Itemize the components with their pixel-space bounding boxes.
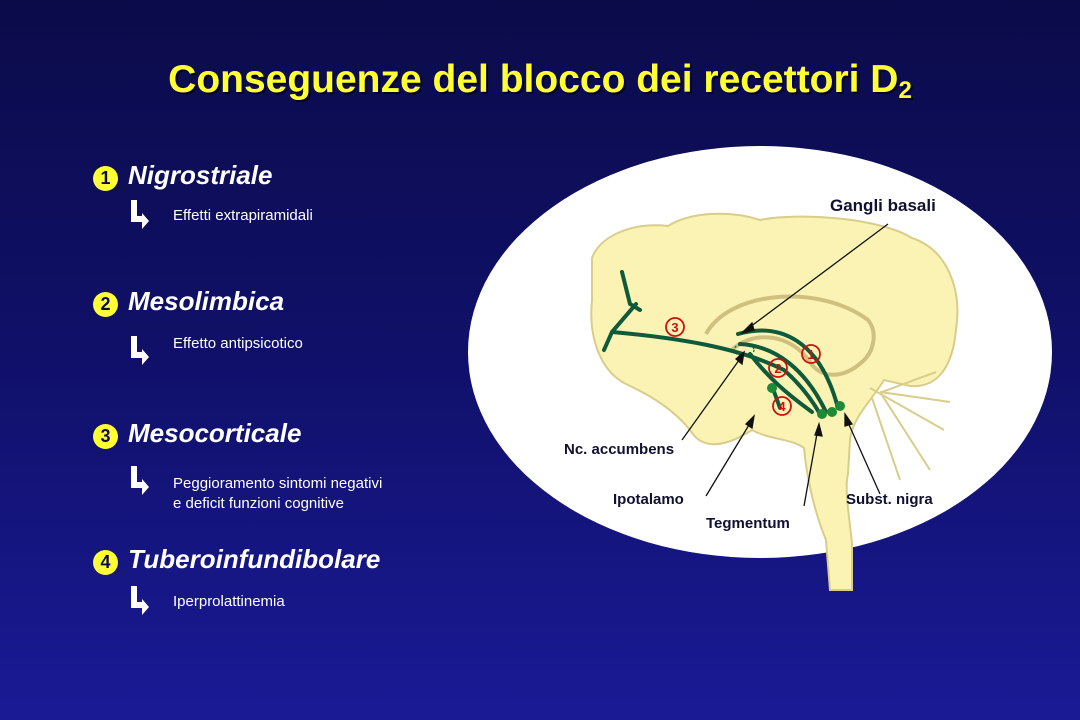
diagram-marker-2: 2 xyxy=(768,358,788,378)
arrow-turn-right-icon xyxy=(131,336,149,365)
diagram-marker-3: 3 xyxy=(665,317,685,337)
label-ipotalamo: Ipotalamo xyxy=(613,491,684,508)
marker-number: 4 xyxy=(778,399,786,414)
corpus-callosum xyxy=(704,294,876,377)
marker-number: 3 xyxy=(671,320,678,335)
label-gangli-basali: Gangli basali xyxy=(830,196,936,215)
marker-number: 1 xyxy=(807,347,814,362)
label-pointer-lines xyxy=(681,223,889,507)
cerebellum xyxy=(869,371,951,481)
pathway-name: Mesolimbica xyxy=(128,286,285,316)
label-subst-nigra: Subst. nigra xyxy=(846,491,933,508)
label-nc-accumbens: Nc. accumbens xyxy=(564,441,675,458)
title-subscript: 2 xyxy=(898,77,912,104)
arrow-turn-right-icon xyxy=(131,586,149,615)
pathway-effect-line: Peggioramento sintomi negativi xyxy=(173,475,383,492)
arrow-turn-right-icon xyxy=(131,200,149,229)
title-text: Conseguenze del blocco dei recettori D xyxy=(168,58,899,101)
slide-title: Conseguenze del blocco dei recettori D2 xyxy=(0,58,1080,105)
pathway-effect: Effetto antipsicotico xyxy=(173,335,303,352)
pathway-name: Tuberoinfundibolare xyxy=(128,544,381,574)
striatum-dotted-outline xyxy=(733,343,755,357)
diagram-marker-4: 4 xyxy=(772,396,792,416)
pathway-nuclei xyxy=(767,383,845,419)
label-tegmentum: Tegmentum xyxy=(706,515,790,532)
pathway-effect-line: e deficit funzioni cognitive xyxy=(173,495,344,512)
marker-number: 2 xyxy=(774,361,781,376)
pathway-number-badge: 1 xyxy=(93,166,118,191)
pathway-effect: Effetti extrapiramidali xyxy=(173,207,313,224)
pathway-number-badge: 3 xyxy=(93,424,118,449)
pathway-name: Mesocorticale xyxy=(128,418,302,448)
pathway-effect: Iperprolattinemia xyxy=(173,593,285,610)
pathway-number-badge: 2 xyxy=(93,292,118,317)
diagram-marker-1: 1 xyxy=(801,344,821,364)
pathway-name: Nigrostriale xyxy=(128,160,273,190)
dopaminergic-pathways xyxy=(602,270,840,416)
arrow-turn-right-icon xyxy=(131,466,149,495)
pathway-number-badge: 4 xyxy=(93,550,118,575)
pathway-effect: Peggioramento sintomi negativi e deficit… xyxy=(173,474,382,514)
